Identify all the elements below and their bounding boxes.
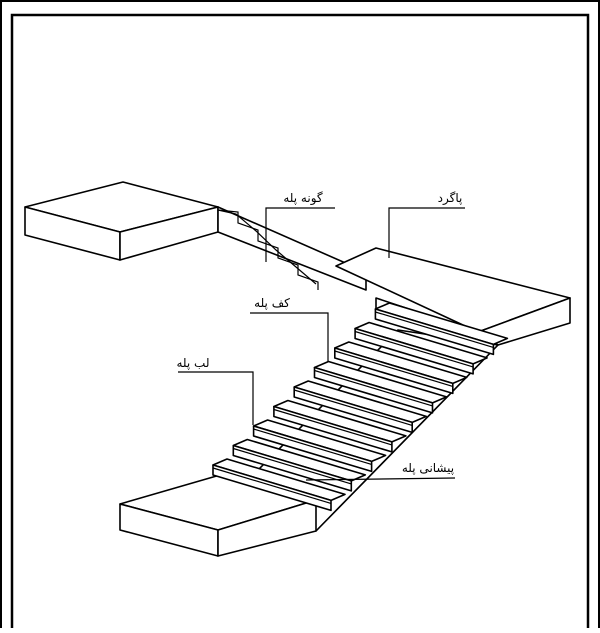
leader-lines xyxy=(178,207,465,481)
step-nosing xyxy=(354,330,474,368)
step-nosing xyxy=(334,350,453,387)
leader-nosing xyxy=(178,371,254,425)
label-landing: پاگرد xyxy=(438,191,463,206)
label-nosing: لب پله xyxy=(177,356,210,370)
step-nosing xyxy=(253,428,372,465)
leader-landing xyxy=(388,207,465,258)
step-nosing xyxy=(375,311,494,348)
step-nosing xyxy=(314,369,433,407)
leader-tread xyxy=(250,312,329,362)
step-nosing xyxy=(233,447,352,485)
lower-flight-steps xyxy=(212,302,509,512)
inner-frame xyxy=(10,13,590,633)
step-nosing xyxy=(294,389,413,426)
label-riser: پیشانی پله xyxy=(402,461,454,475)
step-nosing xyxy=(273,408,393,446)
upper-flight xyxy=(217,206,367,291)
leader-riser xyxy=(305,477,456,481)
step-nosing xyxy=(212,467,332,504)
leader-stringer xyxy=(265,207,335,262)
upper-slab xyxy=(24,181,219,261)
label-tread: کف پله xyxy=(254,296,290,310)
label-stringer: گونه پله xyxy=(283,191,323,206)
